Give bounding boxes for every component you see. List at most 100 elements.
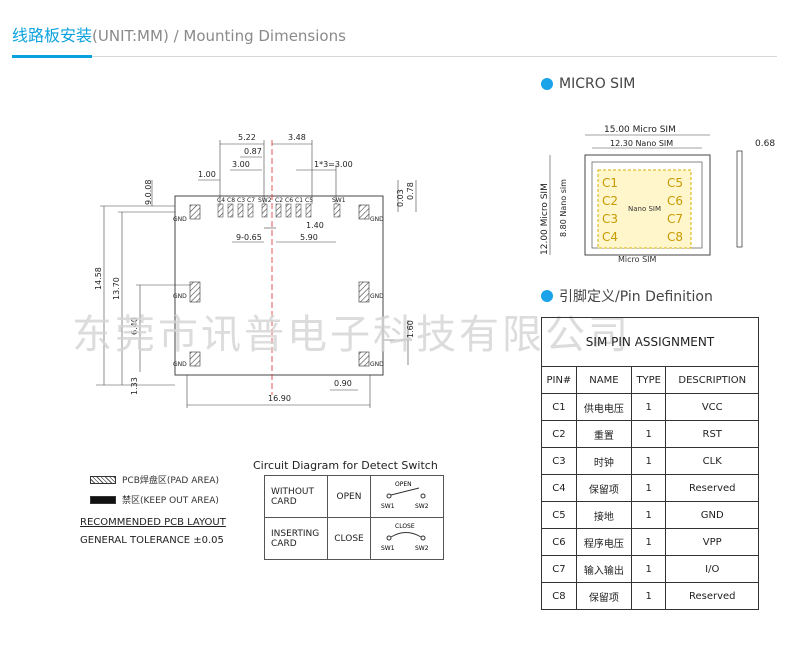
circuit-state: INSERTING CARD	[264, 517, 328, 560]
nano-height-label: 8.80 Nano sim	[559, 179, 568, 237]
gnd-label: GND	[173, 361, 187, 368]
pad-label: C8	[227, 197, 235, 204]
pin-table-header: NAME	[575, 366, 633, 394]
dim-top2: 3.48	[288, 133, 306, 142]
header-accent-bar	[12, 55, 92, 58]
sim-thickness-outline	[736, 150, 743, 248]
pad-label: C7	[247, 197, 255, 204]
micro-sim-title: MICRO SIM	[541, 76, 635, 92]
pin-table-header: TYPE	[631, 366, 667, 394]
dim-height3: 6.40	[130, 317, 139, 335]
gnd-label: GND	[370, 293, 384, 300]
nano-width-label: 12.30 Nano SIM	[610, 139, 673, 148]
pad	[189, 204, 201, 220]
pcb-layout-drawing: GND GND GND GND GND GND C4 C8 C3 C7 SW2 …	[94, 133, 417, 408]
gnd-label: GND	[370, 216, 384, 223]
pad-label: C4	[217, 197, 225, 204]
pad	[358, 351, 370, 367]
bullet-icon	[541, 78, 553, 90]
gnd-label: GND	[370, 361, 384, 368]
page-header: 线路板安装(UNIT:MM) / Mounting Dimensions	[12, 22, 346, 46]
gnd-label: GND	[173, 293, 187, 300]
header-divider	[12, 56, 777, 57]
pad	[358, 204, 370, 220]
dim-d1: 1.40	[306, 221, 324, 230]
circuit-title: Circuit Diagram for Detect Switch	[253, 459, 438, 472]
pin-table-header: DESCRIPTION	[665, 366, 759, 394]
legend-keepout: 禁区(KEEP OUT AREA)	[90, 493, 219, 506]
micro-height-label: 12.00 Micro SIM	[540, 183, 550, 255]
dim-width: 16.90	[268, 394, 291, 403]
dim-right1: 0.78	[406, 182, 415, 200]
tolerance-label: GENERAL TOLERANCE ±0.05	[80, 535, 224, 546]
micro-sim-outline	[584, 154, 711, 256]
solid-swatch-icon	[90, 495, 116, 504]
hatch-swatch-icon	[90, 475, 116, 484]
pad-label: C5	[305, 197, 313, 204]
dim-top1: 5.22	[238, 133, 256, 142]
svg-text:SW2: SW2	[415, 503, 429, 510]
pad	[358, 281, 370, 303]
dim-top3: 0.87	[244, 147, 262, 156]
pad-label: SW1	[332, 197, 346, 204]
contact-label: C6	[667, 194, 683, 208]
pin-table-header: PIN#	[541, 366, 577, 394]
pin-table-title: SIM PIN ASSIGNMENT	[541, 317, 759, 367]
dim-height4: 1.33	[130, 377, 139, 395]
pin-def-title: 引脚定义/Pin Definition	[541, 286, 713, 306]
dim-right2: 0.03	[396, 189, 405, 207]
dim-height2: 13.70	[112, 277, 121, 300]
dim-top4: 3.00	[232, 160, 250, 169]
svg-text:CLOSE: CLOSE	[395, 523, 415, 530]
dim-top6: 1.00	[198, 170, 216, 179]
header-title-cn: 线路板安装	[12, 26, 93, 45]
svg-text:SW1: SW1	[381, 503, 395, 510]
dim-height1: 14.58	[94, 267, 103, 290]
micro-sim-drawing: C1 C5 C2 C6 C3 C7 C4 C8 Nano SIM Micro S…	[540, 125, 775, 264]
recommended-label: RECOMMENDED PCB LAYOUT	[80, 517, 226, 528]
contact-label: C1	[602, 176, 618, 190]
pad-label: C2	[275, 197, 283, 204]
dim-top5: 1*3=3.00	[314, 160, 353, 169]
dim-right3: 1.60	[406, 320, 415, 338]
circuit-action: OPEN	[327, 475, 371, 518]
pad-label: C6	[285, 197, 293, 204]
switch-close-icon: CLOSE SW1 SW2	[381, 523, 429, 552]
svg-text:SW1: SW1	[381, 545, 395, 552]
bullet-icon	[541, 290, 553, 302]
micro-width-label: 15.00 Micro SIM	[604, 125, 676, 135]
dim-d2: 5.90	[300, 233, 318, 242]
legend-pad: PCB焊盘区(PAD AREA)	[90, 473, 219, 486]
contact-label: C3	[602, 212, 618, 226]
pad-label: C1	[295, 197, 303, 204]
circuit-state: WITHOUT CARD	[264, 475, 328, 518]
contact-label: C5	[667, 176, 683, 190]
contact-label: C7	[667, 212, 683, 226]
nano-sim-text: Nano SIM	[628, 205, 661, 213]
pin-table: SIM PIN ASSIGNMENT PIN# NAME TYPE DESCRI…	[541, 317, 759, 610]
pad	[189, 351, 201, 367]
pad-label: SW2	[258, 197, 272, 204]
contact-label: C4	[602, 230, 618, 244]
svg-text:SW2: SW2	[415, 545, 429, 552]
pad	[189, 281, 201, 303]
dim-bottom1: 0.90	[334, 379, 352, 388]
pcb-outline	[174, 195, 384, 376]
dim-pitch: 9-0.65	[236, 233, 262, 242]
contact-label: C8	[667, 230, 683, 244]
contact-label: C2	[602, 194, 618, 208]
contact-pads	[217, 203, 341, 218]
pad-label: C3	[237, 197, 245, 204]
header-title-en: (UNIT:MM) / Mounting Dimensions	[92, 27, 346, 45]
gnd-label: GND	[173, 216, 187, 223]
